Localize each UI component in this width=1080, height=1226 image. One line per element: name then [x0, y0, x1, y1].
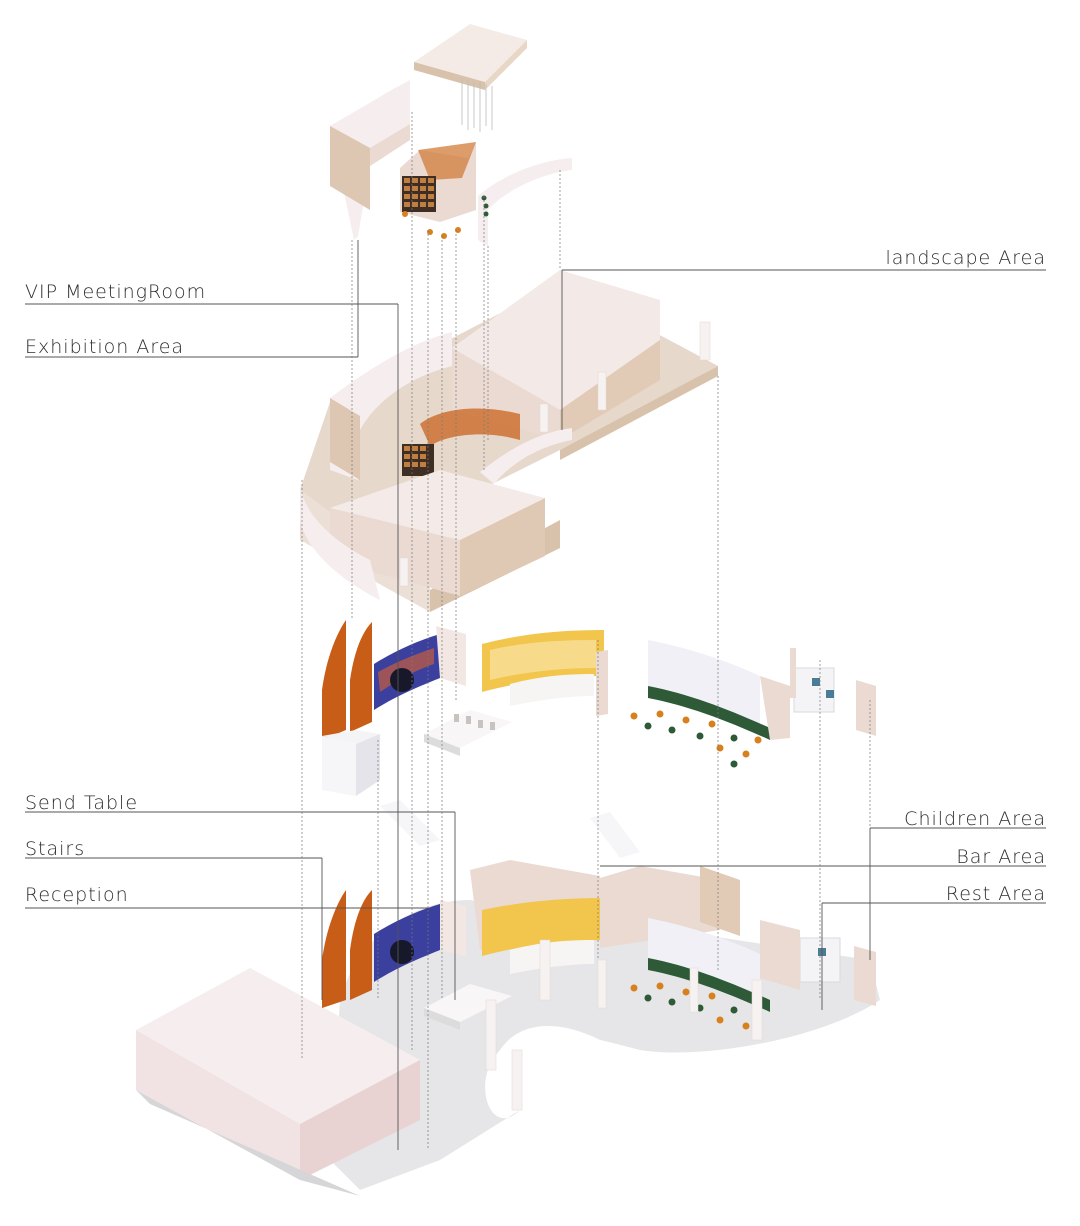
mid-reception-block — [322, 730, 380, 796]
exhibition-front-box — [330, 470, 545, 596]
label-rest-area: Rest Area — [945, 883, 1046, 905]
label-children-area: Children Area — [904, 808, 1046, 830]
exhibition-big-box — [452, 270, 660, 440]
label-exhibition-area: Exhibition Area — [25, 336, 185, 358]
leader-lines — [25, 240, 1046, 1150]
ground-rest-wall — [600, 866, 770, 1012]
vip-curved-wall-left — [330, 80, 410, 240]
ground-send-table — [424, 984, 512, 1030]
exhibition-columns — [399, 321, 711, 587]
ground-big-box — [136, 968, 420, 1196]
ground-stairs — [380, 800, 640, 858]
exhibition-big-curve — [300, 480, 380, 600]
vip-curved-wall-right — [478, 158, 572, 246]
vip-meeting-room-box — [400, 142, 476, 239]
label-landscape-area: landscape Area — [885, 247, 1046, 269]
ground-orange-fins — [322, 890, 372, 1008]
mid-orange-fins — [322, 620, 372, 740]
exhibition-curved-wall — [330, 332, 452, 480]
exhibition-landscape-curve — [480, 428, 572, 484]
mid-bar — [482, 630, 608, 716]
label-send-table: Send Table — [25, 792, 139, 814]
ground-columns — [485, 939, 763, 1111]
top-ceiling-panel — [414, 24, 527, 90]
mid-screen-wall — [374, 626, 466, 710]
label-reception: Reception — [25, 884, 129, 906]
label-vip-meeting-room: VIP MeetingRoom — [25, 281, 207, 303]
label-stairs: Stairs — [25, 838, 86, 860]
mid-children-shelves — [790, 648, 876, 736]
chandelier-strings — [461, 78, 493, 132]
ground-bar — [470, 860, 604, 974]
dotted-alignment-lines — [301, 112, 871, 1150]
mid-rest-curved-wall — [648, 640, 790, 740]
ground-screen-wall — [374, 900, 466, 982]
exhibition-orange-wall — [402, 408, 520, 476]
label-bar-area: Bar Area — [956, 846, 1046, 868]
mid-send-table — [424, 710, 512, 756]
